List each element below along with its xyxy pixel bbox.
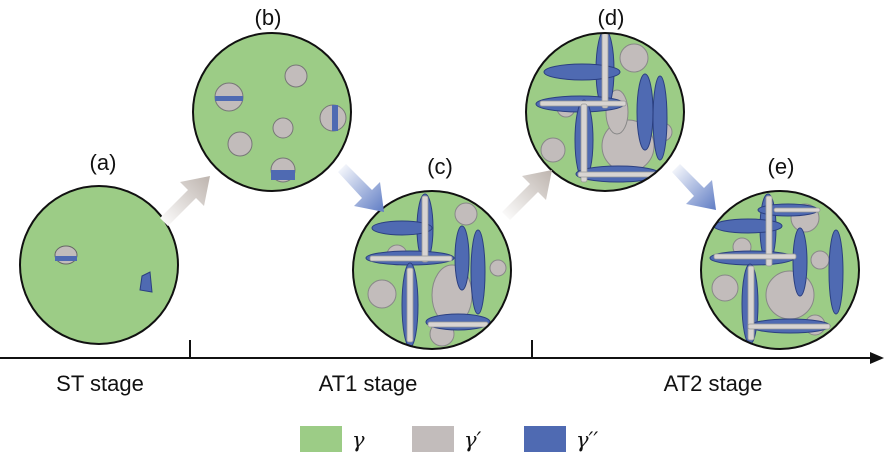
panel-a-microstructure bbox=[19, 185, 179, 345]
timeline-axis bbox=[0, 340, 884, 364]
panel-label-e: (e) bbox=[768, 154, 795, 179]
arrow-d-to-e bbox=[672, 164, 716, 210]
arrow-c-to-d bbox=[502, 170, 552, 220]
legend-swatch-gamma-double-prime bbox=[524, 426, 566, 452]
legend-swatch-gamma bbox=[300, 426, 342, 452]
panel-e-microstructure bbox=[701, 191, 859, 349]
legend-swatch-gamma-prime bbox=[412, 426, 454, 452]
panel-label-c: (c) bbox=[427, 154, 453, 179]
legend-label-gamma: γ bbox=[352, 428, 365, 452]
arrow-a-to-b bbox=[160, 176, 210, 226]
panel-label-d: (d) bbox=[598, 5, 625, 30]
stage-label-at2: AT2 stage bbox=[664, 371, 763, 396]
panel-label-a: (a) bbox=[90, 150, 117, 175]
legend: γ γ′ γ′′ bbox=[300, 426, 598, 452]
panel-b-microstructure bbox=[193, 33, 351, 191]
panel-c-microstructure bbox=[353, 191, 511, 349]
legend-label-gamma-prime: γ′ bbox=[464, 428, 482, 452]
arrow-b-to-c bbox=[338, 164, 384, 212]
legend-label-gamma-double-prime: γ′′ bbox=[576, 428, 598, 452]
panel-label-b: (b) bbox=[255, 5, 282, 30]
stage-label-st: ST stage bbox=[56, 371, 144, 396]
panel-d-microstructure bbox=[526, 33, 684, 191]
stage-label-at1: AT1 stage bbox=[319, 371, 418, 396]
